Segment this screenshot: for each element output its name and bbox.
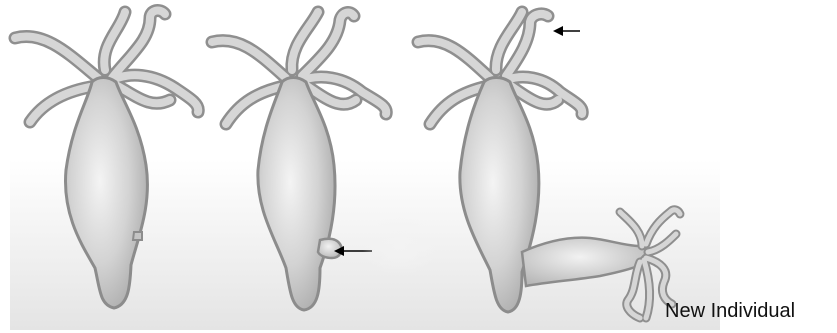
hydra-2-bud — [318, 239, 342, 258]
faint-blob — [362, 215, 438, 275]
new-individual-label: New Individual — [665, 300, 795, 323]
hydra-1-bud-bump — [133, 232, 142, 240]
tentacle-arrow — [553, 26, 580, 36]
